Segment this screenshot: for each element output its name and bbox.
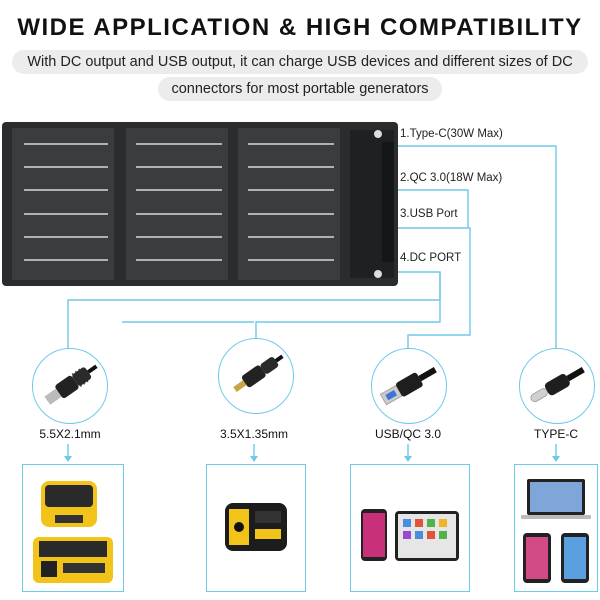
laptop-phone-icon bbox=[521, 479, 591, 583]
connector-circle-5521 bbox=[32, 348, 108, 424]
dc-line-2 bbox=[255, 272, 441, 340]
port-label-qc: 2.QC 3.0(18W Max) bbox=[400, 172, 503, 184]
typec-line bbox=[398, 145, 557, 355]
solar-panel-icon bbox=[2, 122, 398, 286]
portable-generator-icon bbox=[33, 481, 113, 583]
connector-circle-typec bbox=[519, 348, 595, 424]
device-box-generators bbox=[22, 464, 124, 592]
port-label-typec: 1.Type-C(30W Max) bbox=[400, 128, 503, 140]
power-station-icon bbox=[225, 503, 287, 551]
qc-line bbox=[398, 189, 469, 228]
connector-label-usb: USB/QC 3.0 bbox=[374, 427, 442, 441]
port-label-dc: 4.DC PORT bbox=[400, 252, 462, 264]
page-title: WIDE APPLICATION & HIGH COMPATIBILITY bbox=[17, 14, 583, 41]
device-box-power-station bbox=[206, 464, 306, 592]
device-box-phones-tablets bbox=[350, 464, 470, 592]
connector-circle-35135 bbox=[218, 338, 294, 414]
dc-barrel-plug-icon bbox=[44, 364, 98, 405]
phone-tablet-icon bbox=[361, 509, 459, 561]
dc-barrel-plug-icon-small bbox=[233, 354, 284, 392]
connector-label-5521: 5.5X2.1mm bbox=[39, 427, 101, 441]
connector-label-typec: TYPE-C bbox=[533, 427, 578, 441]
solar-panel bbox=[2, 122, 398, 286]
subtitle-line-2: connectors for most portable generators bbox=[158, 77, 442, 101]
usb-plug-icon bbox=[379, 367, 437, 406]
usb-line bbox=[398, 227, 471, 352]
device-box-laptops-phones bbox=[514, 464, 598, 592]
type-c-plug-icon bbox=[530, 367, 585, 403]
connector-label-35135: 3.5X1.35mm bbox=[219, 427, 289, 441]
subtitle-line-1: With DC output and USB output, it can ch… bbox=[12, 50, 588, 74]
port-label-usb: 3.USB Port bbox=[400, 208, 458, 220]
connector-circle-usb bbox=[371, 348, 447, 424]
